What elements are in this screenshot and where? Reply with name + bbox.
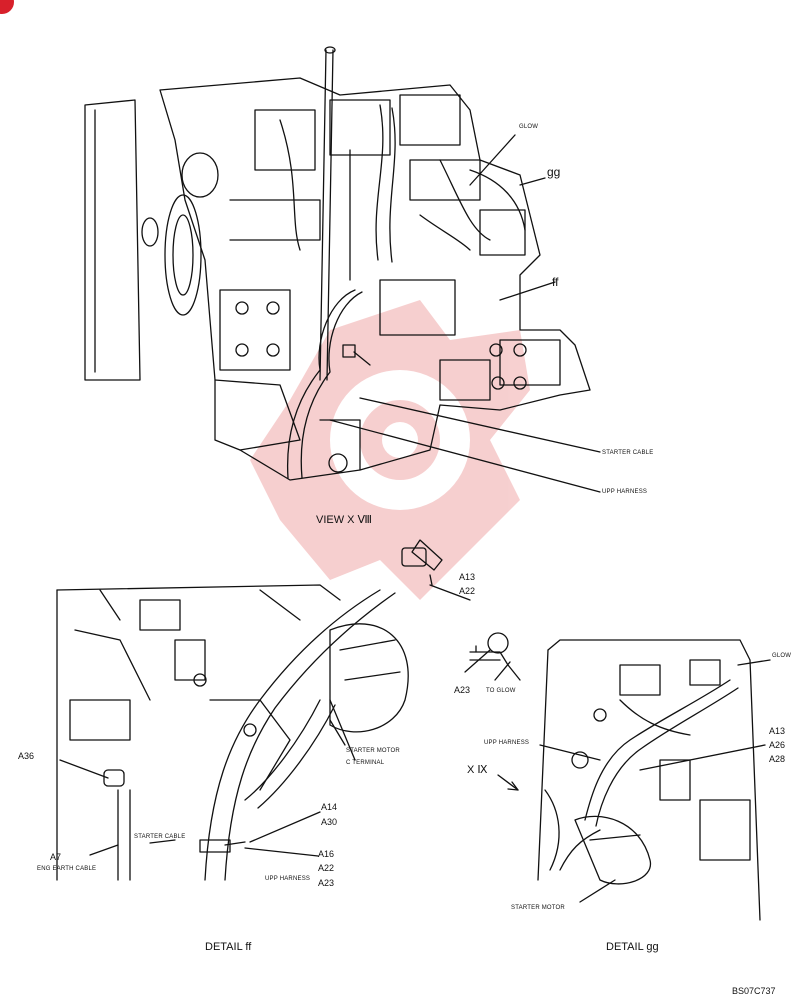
main-engine-view — [84, 46, 601, 493]
label-main-upp-harness: UPP HARNESS — [602, 489, 648, 495]
label-ff-eng-earth-cable: ENG EARTH CABLE — [37, 866, 97, 872]
label-gg-a28: A28 — [769, 754, 786, 764]
label-ff-a16: A16 — [318, 849, 335, 859]
corner-badge-icon — [0, 0, 14, 14]
inset-glow-terminal — [401, 539, 521, 681]
label-gg-upp-harness: UPP HARNESS — [484, 740, 530, 746]
detail-gg-drawing — [497, 639, 771, 921]
label-ff-starter-motor: STARTER MOTOR — [346, 748, 400, 754]
label-gg-xix: X Ⅸ — [467, 764, 488, 776]
label-main-starter-cable: STARTER CABLE — [602, 450, 654, 456]
label-ff-a23: A23 — [318, 878, 335, 888]
label-inset-a22: A22 — [459, 586, 476, 596]
label-inset-a23: A23 — [454, 685, 471, 695]
label-main-glow: GLOW — [519, 124, 539, 130]
label-gg-a13: A13 — [769, 726, 786, 736]
drawing-code: BS07C737 — [732, 986, 776, 996]
label-ff-a30: A30 — [321, 817, 338, 827]
label-ff-a22: A22 — [318, 863, 335, 873]
label-gg-a26: A26 — [769, 740, 786, 750]
detail-ff-title: DETAIL ff — [205, 941, 252, 953]
label-main-ff: ff — [552, 275, 559, 289]
detail-ff-drawing — [56, 584, 409, 881]
detail-gg-title: DETAIL gg — [606, 941, 659, 953]
label-gg-glow: GLOW — [772, 653, 792, 659]
label-gg-starter-motor: STARTER MOTOR — [511, 905, 565, 911]
watermark-gear-icon — [250, 300, 530, 600]
label-inset-a13: A13 — [459, 572, 476, 582]
label-ff-a14: A14 — [321, 802, 338, 812]
label-ff-starter-cable: STARTER CABLE — [134, 834, 186, 840]
label-ff-a36: A36 — [18, 751, 35, 761]
label-inset-to-glow: TO GLOW — [486, 688, 516, 694]
view-title: VIEW X Ⅷ — [316, 514, 373, 526]
label-ff-a7: A7 — [50, 852, 62, 862]
label-main-gg: gg — [547, 165, 561, 179]
label-ff-c-terminal: C TERMINAL — [346, 760, 385, 766]
label-ff-upp-harness: UPP HARNESS — [265, 876, 311, 882]
